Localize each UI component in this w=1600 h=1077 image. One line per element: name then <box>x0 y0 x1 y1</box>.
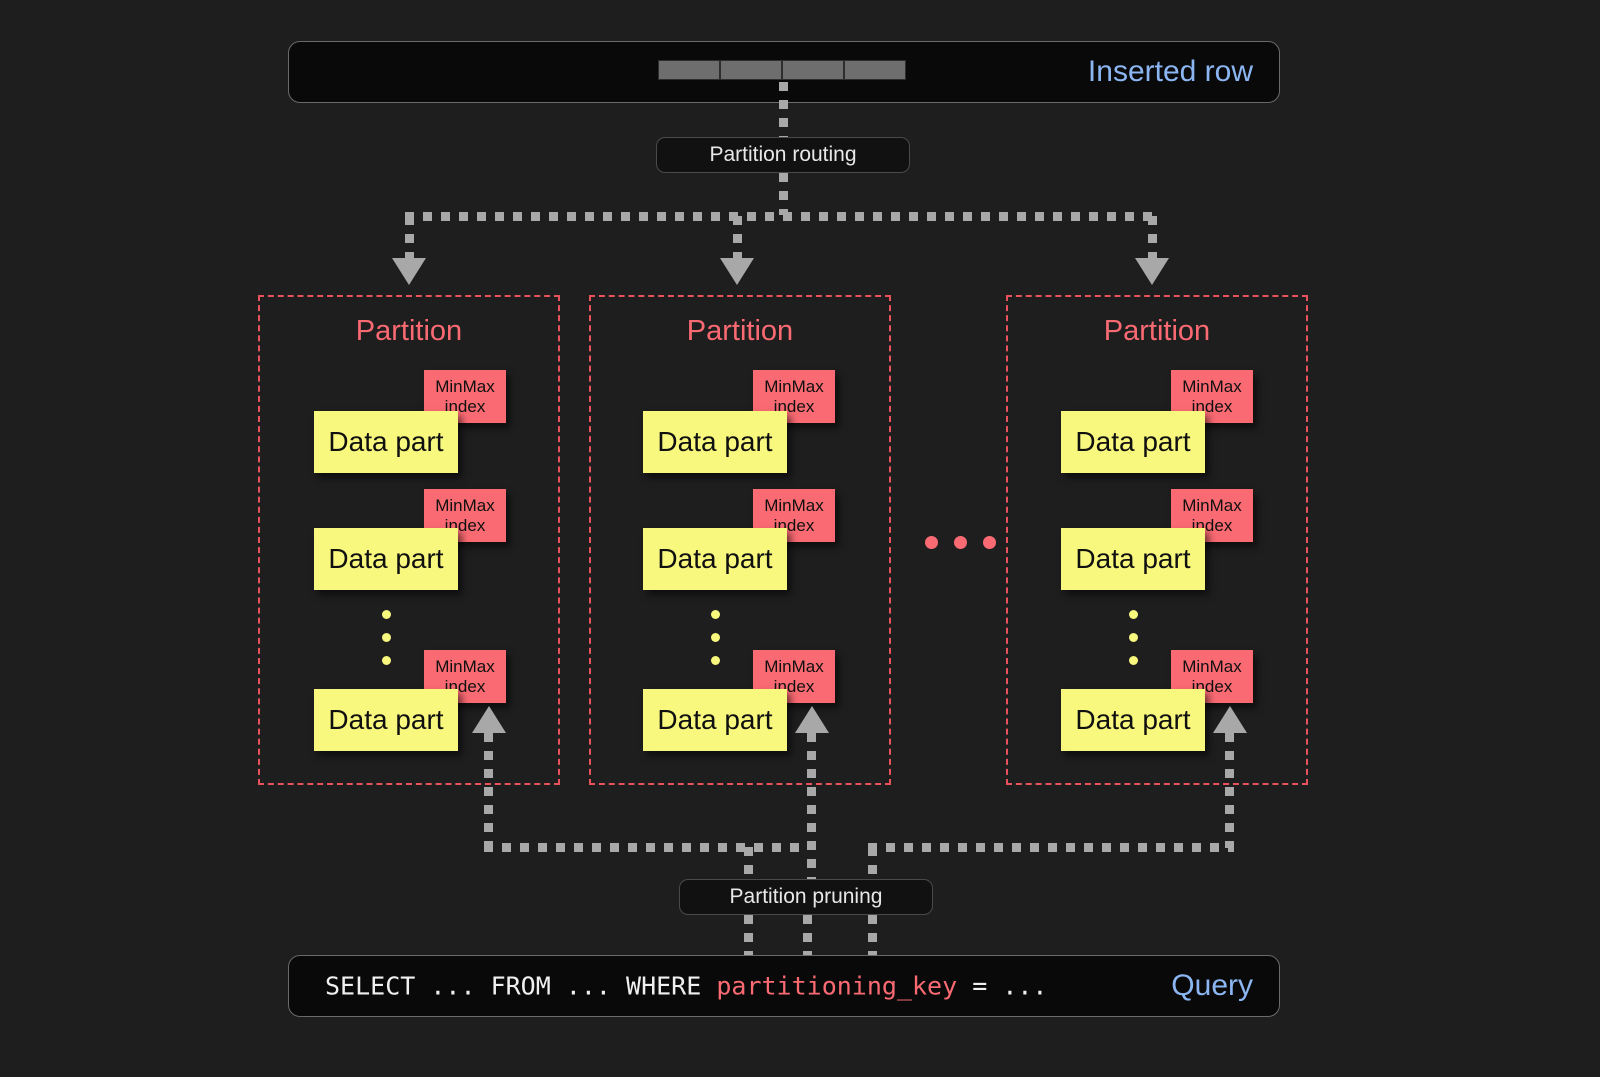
connector-pruning-to-query-left <box>744 915 753 957</box>
connector-pruning-to-query-mid <box>803 915 812 957</box>
minmax-line-2: index <box>1191 396 1233 416</box>
data-part-box: Data part <box>643 689 787 751</box>
data-part-ellipsis <box>382 610 391 679</box>
partition-ellipsis <box>925 536 996 549</box>
data-part-label: Data part <box>328 543 444 574</box>
data-part-box: Data part <box>1061 411 1205 473</box>
data-part-label: Data part <box>1075 426 1191 457</box>
data-part-box: Data part <box>1061 689 1205 751</box>
minmax-line-1: MinMax <box>1182 495 1242 515</box>
ellipsis-dot <box>983 536 996 549</box>
query-suffix: = ... <box>957 971 1048 1001</box>
data-part-box: Data part <box>643 411 787 473</box>
data-part-box: Data part <box>643 528 787 590</box>
minmax-line-1: MinMax <box>435 376 495 396</box>
connector-row-to-routing <box>779 82 788 140</box>
partition-box-2: Partition <box>589 295 891 785</box>
ellipsis-dot <box>954 536 967 549</box>
partition-box-1: Partition <box>258 295 560 785</box>
connector-bus-to-partition-3 <box>1148 216 1157 264</box>
data-part-box: Data part <box>314 528 458 590</box>
data-part-label: Data part <box>657 543 773 574</box>
minmax-line-2: index <box>444 396 486 416</box>
partition-routing-box: Partition routing <box>656 137 910 173</box>
minmax-line-1: MinMax <box>764 656 824 676</box>
data-part-label: Data part <box>1075 543 1191 574</box>
minmax-line-1: MinMax <box>435 495 495 515</box>
row-cell <box>844 60 906 80</box>
row-cell <box>658 60 720 80</box>
connector-pruning-to-partition-1 <box>484 733 493 848</box>
ellipsis-dot <box>1129 610 1138 619</box>
data-part-label: Data part <box>328 704 444 735</box>
minmax-line-1: MinMax <box>1182 376 1242 396</box>
arrow-into-partition-2 <box>720 258 754 285</box>
minmax-line-2: index <box>773 396 815 416</box>
ellipsis-dot <box>382 610 391 619</box>
data-part-ellipsis <box>711 610 720 679</box>
row-cell <box>720 60 782 80</box>
query-statement: SELECT ... FROM ... WHERE partitioning_k… <box>325 972 1047 1001</box>
ellipsis-dot <box>1129 633 1138 642</box>
data-part-box: Data part <box>314 689 458 751</box>
arrow-into-partition-1 <box>392 258 426 285</box>
connector-pruning-to-partition-2 <box>807 733 816 913</box>
data-part-box: Data part <box>314 411 458 473</box>
minmax-line-1: MinMax <box>764 376 824 396</box>
arrow-into-data-part-3 <box>1213 706 1247 733</box>
query-prefix: SELECT ... FROM ... WHERE <box>325 971 717 1001</box>
connector-pruning-to-partition-3 <box>1225 733 1234 848</box>
ellipsis-dot <box>382 656 391 665</box>
query-label: Query <box>1171 969 1253 1002</box>
ellipsis-dot <box>711 633 720 642</box>
arrow-into-partition-3 <box>1135 258 1169 285</box>
connector-routing-to-bus <box>779 173 788 215</box>
data-part-box: Data part <box>1061 528 1205 590</box>
row-cell <box>782 60 844 80</box>
ellipsis-dot <box>382 633 391 642</box>
data-part-label: Data part <box>657 704 773 735</box>
connector-bus-to-partition-1 <box>405 216 414 264</box>
pruning-bus-right <box>868 843 1234 852</box>
partition-pruning-box: Partition pruning <box>679 879 933 915</box>
data-part-label: Data part <box>657 426 773 457</box>
partition-title: Partition <box>355 315 463 347</box>
arrow-into-data-part-2 <box>795 706 829 733</box>
query-bar: SELECT ... FROM ... WHERE partitioning_k… <box>288 955 1280 1017</box>
minmax-index-box: MinMax index <box>753 370 835 423</box>
partition-box-3: Partition <box>1006 295 1308 785</box>
minmax-line-1: MinMax <box>1182 656 1242 676</box>
minmax-line-1: MinMax <box>435 656 495 676</box>
pruning-bus-left <box>484 843 804 852</box>
partition-pruning-label: Partition pruning <box>729 885 883 908</box>
ellipsis-dot <box>1129 656 1138 665</box>
partition-routing-label: Partition routing <box>709 143 857 166</box>
minmax-line-1: MinMax <box>764 495 824 515</box>
inserted-row-label: Inserted row <box>1087 55 1253 88</box>
ellipsis-dot <box>711 610 720 619</box>
data-part-label: Data part <box>328 426 444 457</box>
connector-pruning-to-query-right <box>868 915 877 957</box>
data-part-ellipsis <box>1129 610 1138 679</box>
inserted-row-cells <box>658 60 906 80</box>
query-keyword: partitioning_key <box>716 971 958 1001</box>
connector-bus-to-partition-2 <box>733 216 742 264</box>
data-part-label: Data part <box>1075 704 1191 735</box>
fanout-bus <box>405 212 1157 221</box>
partition-title: Partition <box>686 315 794 347</box>
ellipsis-dot <box>711 656 720 665</box>
arrow-into-data-part-1 <box>472 706 506 733</box>
ellipsis-dot <box>925 536 938 549</box>
partition-title: Partition <box>1103 315 1211 347</box>
